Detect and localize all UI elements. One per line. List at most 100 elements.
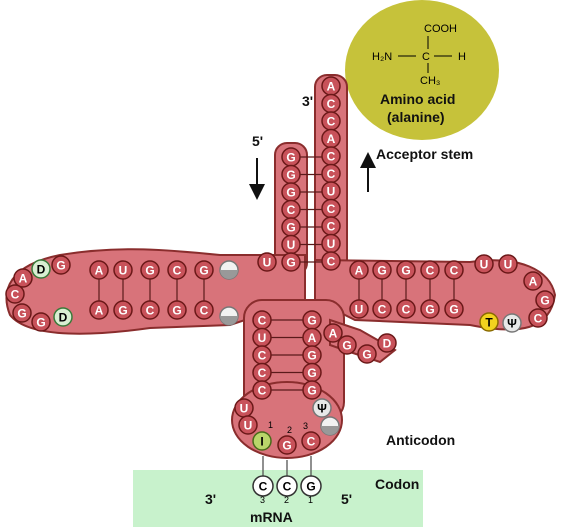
anticodon-label: Anticodon: [386, 432, 455, 448]
t-loop-nuc: A: [524, 272, 542, 290]
formula-nh2: H₂N: [372, 51, 392, 63]
svg-text:G: G: [118, 304, 127, 318]
acceptor-3prime-nuc: U: [322, 235, 340, 253]
d-arm-top-nuc: A: [90, 261, 108, 279]
anticodon-3prime-stem-nuc: G: [303, 311, 321, 329]
svg-text:G: G: [36, 316, 45, 330]
svg-text:G: G: [449, 303, 458, 317]
svg-text:G: G: [199, 264, 208, 278]
svg-text:U: U: [504, 258, 513, 272]
svg-text:G: G: [377, 264, 386, 278]
svg-text:C: C: [378, 303, 387, 317]
acceptor-5prime-nuc: G: [282, 148, 300, 166]
anticodon-5prime-stem-nuc: C: [253, 346, 271, 364]
anticodon-base: G: [278, 436, 296, 454]
svg-text:U: U: [327, 185, 336, 199]
svg-text:A: A: [355, 264, 364, 278]
svg-text:G: G: [17, 307, 26, 321]
t-loop-nuc: U: [475, 255, 493, 273]
svg-text:C: C: [146, 304, 155, 318]
svg-text:C: C: [534, 312, 543, 326]
svg-text:C: C: [402, 303, 411, 317]
svg-text:U: U: [263, 256, 272, 270]
svg-text:C: C: [450, 264, 459, 278]
variable-loop-nuc: D: [378, 334, 396, 352]
t-loop-pseudouridine: Ψ: [503, 314, 521, 332]
anticodon-base-I: I: [253, 432, 271, 450]
d-loop-nuc: G: [32, 313, 50, 331]
t-arm-top-nuc: C: [445, 261, 463, 279]
acceptor-5prime-nuc: C: [282, 201, 300, 219]
svg-text:G: G: [172, 304, 181, 318]
anticodon-5prime-stem-nuc: U: [253, 329, 271, 347]
svg-text:C: C: [258, 366, 267, 380]
anticodon-pos-1: 1: [268, 420, 273, 430]
svg-text:G: G: [425, 303, 434, 317]
modified-nuc-d-top: [220, 261, 238, 279]
svg-text:G: G: [286, 186, 295, 200]
svg-text:C: C: [173, 264, 182, 278]
svg-text:G: G: [342, 339, 351, 353]
d-loop-dihydrouridine: D: [32, 260, 50, 278]
acceptor-stem-label: Acceptor stem: [376, 146, 473, 162]
svg-text:U: U: [287, 238, 296, 252]
d-arm-bottom-nuc: C: [195, 301, 213, 319]
d-arm-bottom-nuc: C: [141, 301, 159, 319]
formula-h: H: [458, 51, 466, 63]
t-arm-bottom-nuc: U: [350, 300, 368, 318]
d-loop-nuc: C: [6, 285, 24, 303]
svg-text:G: G: [286, 256, 295, 270]
svg-text:A: A: [327, 80, 336, 94]
svg-text:C: C: [307, 435, 316, 449]
variable-loop-nuc: G: [358, 345, 376, 363]
acceptor-5prime-nuc: G: [282, 253, 300, 271]
svg-text:C: C: [327, 167, 336, 181]
d-arm-top-nuc: U: [114, 261, 132, 279]
svg-text:U: U: [240, 402, 249, 416]
svg-text:G: G: [306, 480, 315, 494]
svg-text:A: A: [95, 304, 104, 318]
acceptor-3prime-nuc: U: [322, 182, 340, 200]
svg-text:C: C: [283, 480, 292, 494]
codon-pos-1: 1: [308, 495, 313, 505]
t-loop-thymine: T: [480, 313, 498, 331]
svg-text:C: C: [200, 304, 209, 318]
t-loop-nuc: G: [536, 291, 554, 309]
svg-text:A: A: [327, 132, 336, 146]
five-prime-label: 5': [252, 133, 263, 149]
codon-pos-2: 2: [284, 495, 289, 505]
svg-text:U: U: [244, 419, 253, 433]
svg-text:T: T: [485, 316, 493, 330]
svg-text:C: C: [327, 202, 336, 216]
t-arm-top-nuc: G: [373, 261, 391, 279]
anticodon-base: C: [302, 432, 320, 450]
svg-text:D: D: [383, 337, 392, 351]
acceptor-5prime-nuc: G: [282, 183, 300, 201]
svg-text:U: U: [355, 303, 364, 317]
t-loop-nuc: C: [529, 309, 547, 327]
anticodon-pos-3: 3: [303, 421, 308, 431]
svg-text:U: U: [258, 331, 267, 345]
t-arm-bottom-nuc: G: [445, 300, 463, 318]
svg-text:C: C: [327, 220, 336, 234]
svg-text:U: U: [119, 264, 128, 278]
anticodon-loop-pseudouridine: Ψ: [313, 399, 331, 417]
modified-nuc-anticodon: [321, 417, 339, 435]
t-arm-top-nuc: G: [397, 261, 415, 279]
d-arm-top-nuc: G: [195, 261, 213, 279]
anticodon-3prime-stem-nuc: G: [303, 346, 321, 364]
t-arm-bottom-nuc: G: [421, 300, 439, 318]
anticodon-3prime-stem-nuc: G: [303, 364, 321, 382]
d-arm-top-nuc: C: [168, 261, 186, 279]
d-arm-bottom-nuc: G: [168, 301, 186, 319]
d-loop-nuc: G: [52, 256, 70, 274]
svg-text:C: C: [258, 384, 267, 398]
svg-text:D: D: [59, 311, 68, 325]
acceptor-3prime-nuc: A: [322, 77, 340, 95]
d-arm-bottom-nuc: A: [90, 301, 108, 319]
svg-text:C: C: [287, 203, 296, 217]
anticodon-pos-2: 2: [287, 425, 292, 435]
svg-text:A: A: [95, 264, 104, 278]
trna-body: [7, 75, 555, 458]
